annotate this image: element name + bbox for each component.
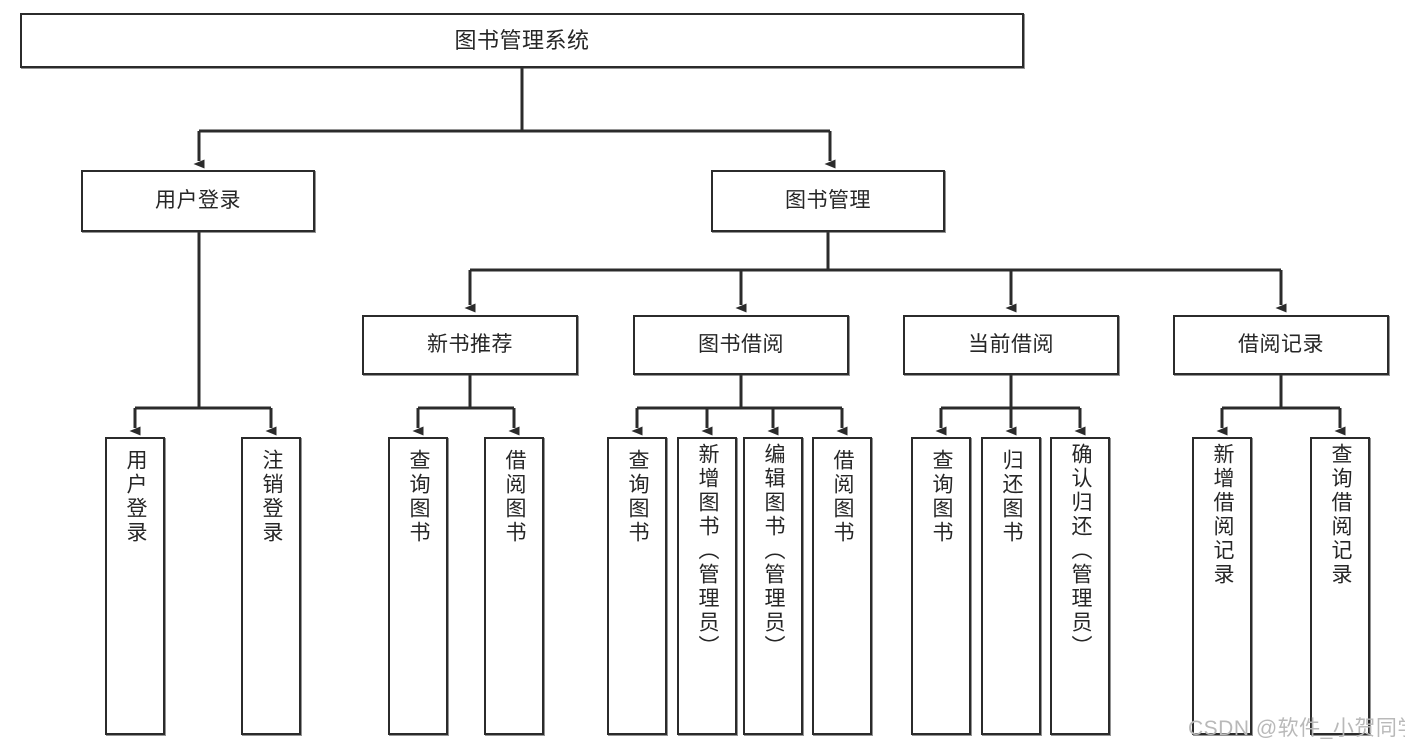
- node-leaf-borrow-book-recommend[interactable]: 借阅图书: [484, 437, 544, 735]
- node-label: 查询图书: [626, 449, 650, 545]
- node-label: 图书管理系统: [454, 27, 590, 53]
- node-leaf-edit-book[interactable]: 编辑图书（管理员）: [743, 437, 803, 735]
- node-label: 用户登录: [124, 449, 148, 545]
- node-leaf-borrow-book[interactable]: 借阅图书: [812, 437, 872, 735]
- node-leaf-user-login[interactable]: 用户登录: [105, 437, 165, 735]
- node-label: 用户登录: [155, 188, 241, 212]
- node-leaf-query-book-recommend[interactable]: 查询图书: [388, 437, 448, 735]
- node-label: 新增图书（管理员）: [696, 443, 720, 659]
- node-new-book-recommend[interactable]: 新书推荐: [362, 315, 578, 375]
- node-label: 确认归还（管理员）: [1069, 443, 1093, 659]
- node-label: 查询图书: [930, 449, 954, 545]
- node-leaf-query-book-current[interactable]: 查询图书: [911, 437, 971, 735]
- node-user-login[interactable]: 用户登录: [81, 170, 315, 232]
- node-label: 图书管理: [785, 188, 871, 212]
- node-book-borrow[interactable]: 图书借阅: [633, 315, 849, 375]
- node-label: 查询借阅记录: [1329, 443, 1353, 587]
- node-book-management[interactable]: 图书管理: [711, 170, 945, 232]
- node-label: 注销登录: [260, 449, 284, 545]
- node-label: 归还图书: [1000, 449, 1024, 545]
- node-label: 当前借阅: [968, 332, 1054, 356]
- node-label: 新书推荐: [427, 332, 513, 356]
- node-label: 图书借阅: [698, 332, 784, 356]
- node-leaf-query-book-borrow[interactable]: 查询图书: [607, 437, 667, 735]
- node-borrow-record[interactable]: 借阅记录: [1173, 315, 1389, 375]
- node-current-borrow[interactable]: 当前借阅: [903, 315, 1119, 375]
- node-root-book-management-system[interactable]: 图书管理系统: [20, 13, 1024, 68]
- node-leaf-add-book[interactable]: 新增图书（管理员）: [677, 437, 737, 735]
- node-leaf-add-borrow-record[interactable]: 新增借阅记录: [1192, 437, 1252, 735]
- node-label: 借阅图书: [503, 449, 527, 545]
- node-leaf-query-borrow-record[interactable]: 查询借阅记录: [1310, 437, 1370, 735]
- node-leaf-confirm-return[interactable]: 确认归还（管理员）: [1050, 437, 1110, 735]
- node-label: 编辑图书（管理员）: [762, 443, 786, 659]
- csdn-watermark: CSDN @软件_小贺同学: [1188, 717, 1405, 740]
- node-label: 查询图书: [407, 449, 431, 545]
- node-leaf-return-book[interactable]: 归还图书: [981, 437, 1041, 735]
- node-label: 新增借阅记录: [1211, 443, 1235, 587]
- node-label: 借阅图书: [831, 449, 855, 545]
- node-leaf-logout-login[interactable]: 注销登录: [241, 437, 301, 735]
- node-label: 借阅记录: [1238, 332, 1324, 356]
